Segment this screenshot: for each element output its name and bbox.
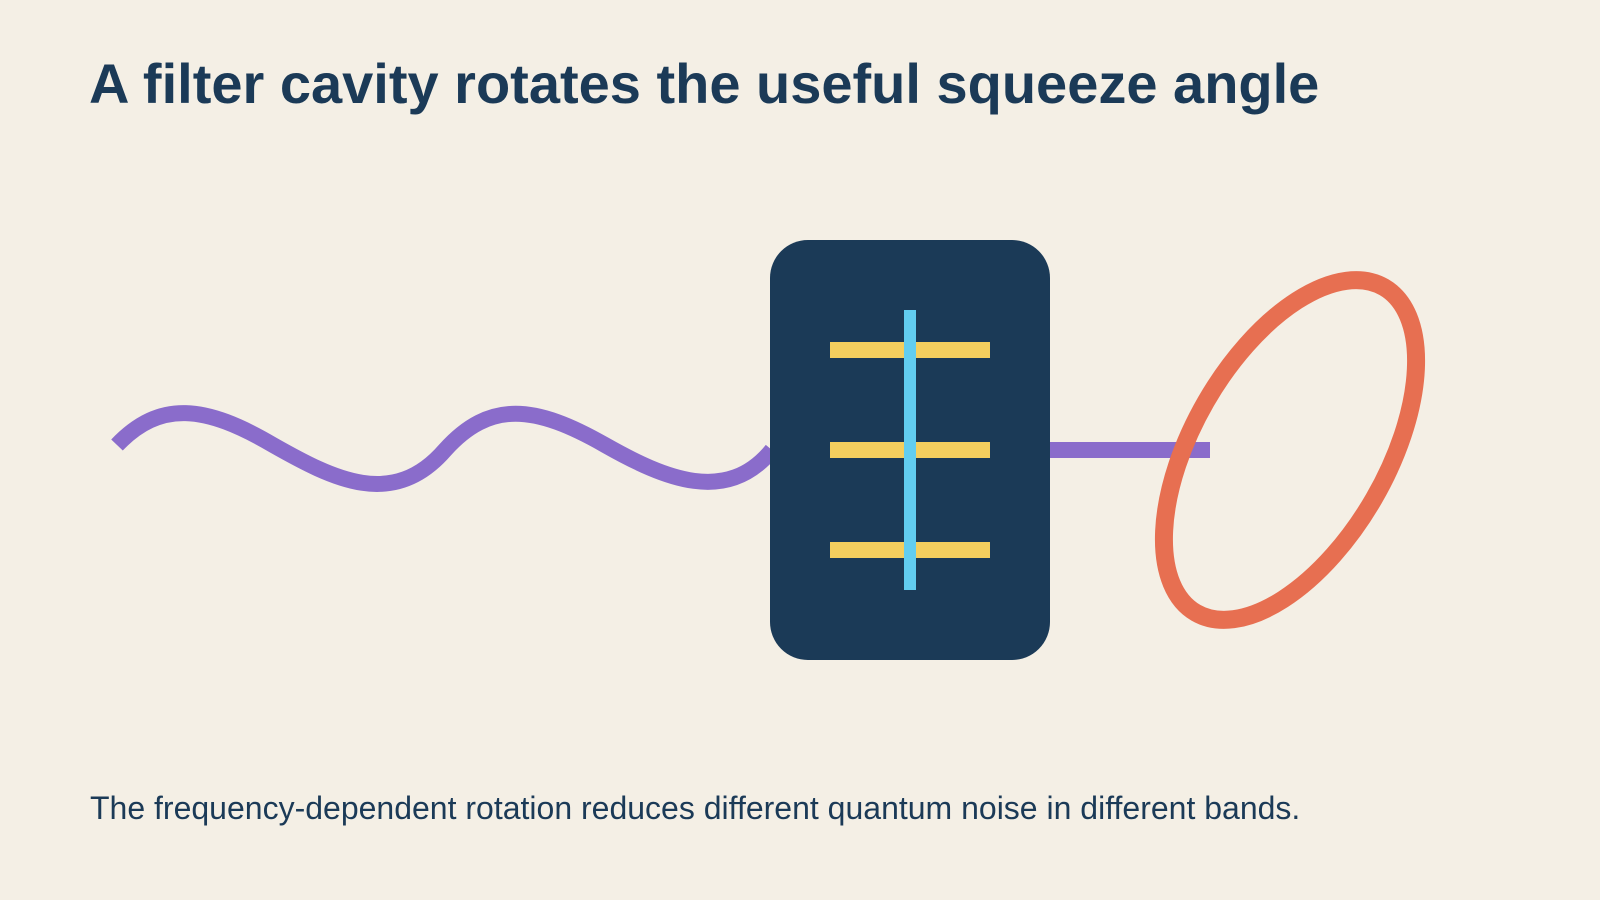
input-wavy-beam <box>111 405 779 492</box>
rotated-squeezed-ellipse <box>1154 271 1426 629</box>
caption: The frequency-dependent rotation reduces… <box>90 790 1301 826</box>
slide-title: A filter cavity rotates the useful squee… <box>89 52 1320 115</box>
